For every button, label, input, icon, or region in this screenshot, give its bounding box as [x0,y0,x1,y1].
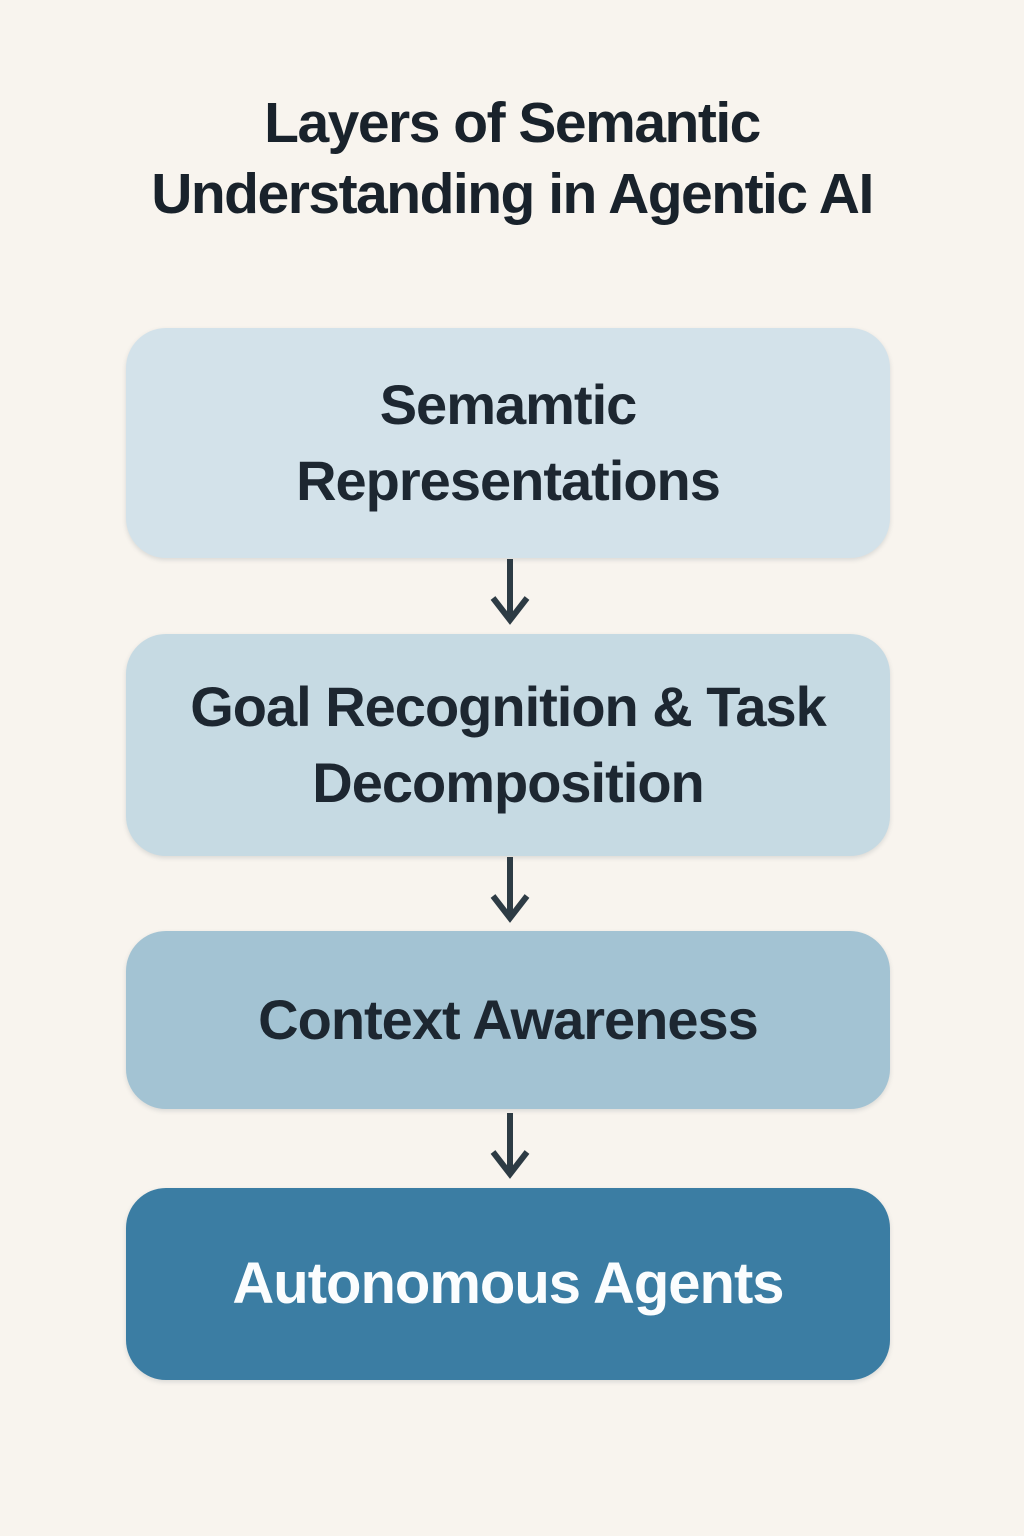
flow-box-goal-recognition-task-decomposition: Goal Recognition & Task Decomposition [126,634,890,856]
flow-box-autonomous-agents: Autonomous Agents [126,1188,890,1380]
down-arrow-icon [490,559,530,625]
flow-box-semantic-representations: Semamtic Representations [126,328,890,558]
flow-box-label: Context Awareness [258,988,759,1052]
flow-box-label: Goal Recognition & Task Decomposition [190,675,827,814]
flow-box-context-awareness: Context Awareness [126,931,890,1109]
down-arrow-icon [490,857,530,923]
flow-box-label: Semamtic Representations [296,373,721,512]
page-title-line-1: Layers of Semantic [264,91,761,155]
down-arrow-icon [490,1113,530,1179]
page-title-line-2: Understanding in Agentic AI [151,162,874,227]
flow-box-label: Autonomous Agents [232,1250,784,1316]
page-title: Layers of Semantic Understanding in Agen… [0,88,1024,231]
